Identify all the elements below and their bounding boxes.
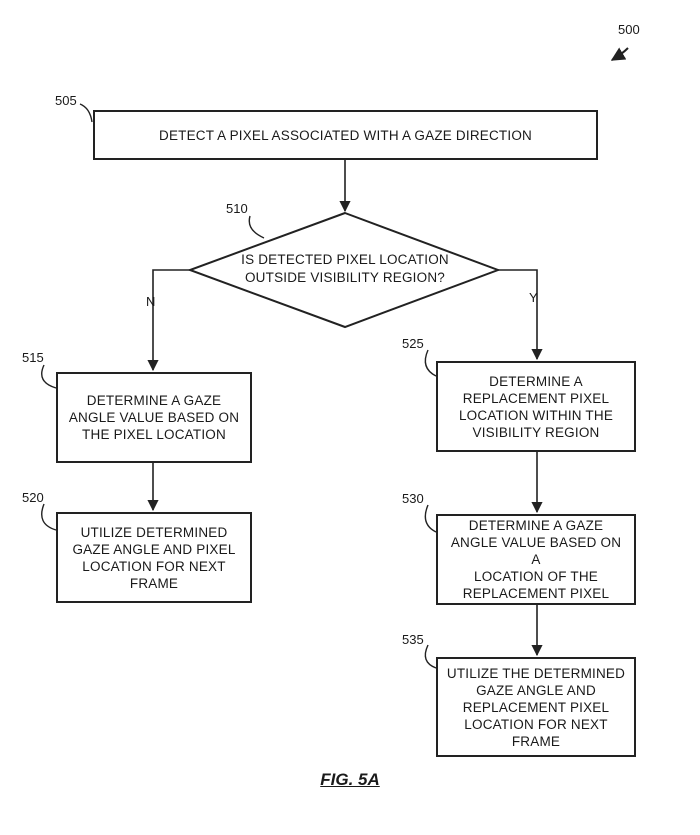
step-535-line-4: LOCATION FOR NEXT: [464, 716, 608, 732]
ref-label-535: 535: [402, 632, 424, 647]
step-510-line-1: IS DETECTED PIXEL LOCATION: [241, 252, 449, 267]
figure-number-pointer: [610, 47, 629, 61]
step-520-line-1: UTILIZE DETERMINED: [80, 524, 228, 540]
figure-caption: FIG. 5A: [320, 770, 380, 789]
connector-510-515: [147, 269, 190, 372]
leader-530: [424, 504, 437, 533]
step-box-530: DETERMINE A GAZE ANGLE VALUE BASED ON A …: [436, 514, 636, 605]
leader-515: [41, 364, 57, 389]
ref-label-525: 525: [402, 336, 424, 351]
ref-label-530: 530: [402, 491, 424, 506]
step-535-line-3: REPLACEMENT PIXEL: [462, 699, 610, 715]
step-box-505: DETECT A PIXEL ASSOCIATED WITH A GAZE DI…: [93, 110, 598, 160]
leader-505: [79, 103, 93, 123]
leader-535: [424, 644, 437, 669]
step-515-line-1: DETERMINE A GAZE: [86, 393, 222, 408]
connector-510-525: [498, 269, 543, 361]
decision-diamond-510: [187, 211, 501, 329]
step-520-line-4: FRAME: [129, 575, 179, 591]
step-525-line-1: DETERMINE A: [489, 373, 583, 389]
ref-label-515: 515: [22, 350, 44, 365]
decision-text-510: IS DETECTED PIXEL LOCATION OUTSIDE VISIB…: [220, 251, 470, 287]
step-box-525: DETERMINE A REPLACEMENT PIXEL LOCATION W…: [436, 361, 636, 452]
step-535-line-5: FRAME: [511, 733, 561, 749]
step-530-line-1: DETERMINE A GAZE: [468, 518, 604, 533]
step-box-515: DETERMINE A GAZE ANGLE VALUE BASED ON TH…: [56, 372, 252, 463]
step-525-line-4: VISIBILITY REGION: [472, 424, 600, 440]
step-510-line-2: OUTSIDE VISIBILITY REGION?: [244, 270, 445, 285]
step-535-line-2: GAZE ANGLE AND: [476, 682, 596, 698]
step-520-line-3: LOCATION FOR NEXT: [82, 558, 226, 574]
step-520-line-2: GAZE ANGLE AND PIXEL: [72, 541, 236, 557]
ref-label-505: 505: [55, 93, 77, 108]
branch-label-no: N: [146, 294, 156, 309]
branch-label-yes: Y: [529, 290, 538, 305]
step-525-line-3: LOCATION WITHIN THE: [458, 407, 614, 423]
step-535-line-1: UTILIZE THE DETERMINED: [446, 665, 626, 681]
ref-label-510: 510: [226, 201, 248, 216]
step-515-line-3: THE PIXEL LOCATION: [82, 427, 226, 442]
step-525-line-2: REPLACEMENT PIXEL: [462, 390, 610, 406]
step-505-line-1: DETECT A PIXEL ASSOCIATED WITH A GAZE DI…: [159, 127, 532, 143]
step-530-line-4: REPLACEMENT PIXEL: [462, 586, 610, 601]
step-box-520: UTILIZE DETERMINED GAZE ANGLE AND PIXEL …: [56, 512, 252, 603]
step-515-line-2: ANGLE VALUE BASED ON: [68, 410, 240, 425]
ref-label-520: 520: [22, 490, 44, 505]
figure-number: 500: [618, 22, 640, 37]
leader-525: [424, 349, 437, 377]
leader-510: [248, 215, 265, 239]
step-530-line-3: LOCATION OF THE: [473, 569, 598, 584]
step-box-535: UTILIZE THE DETERMINED GAZE ANGLE AND RE…: [436, 657, 636, 757]
leader-520: [41, 503, 57, 531]
step-530-line-2: ANGLE VALUE BASED ON A: [450, 535, 622, 567]
